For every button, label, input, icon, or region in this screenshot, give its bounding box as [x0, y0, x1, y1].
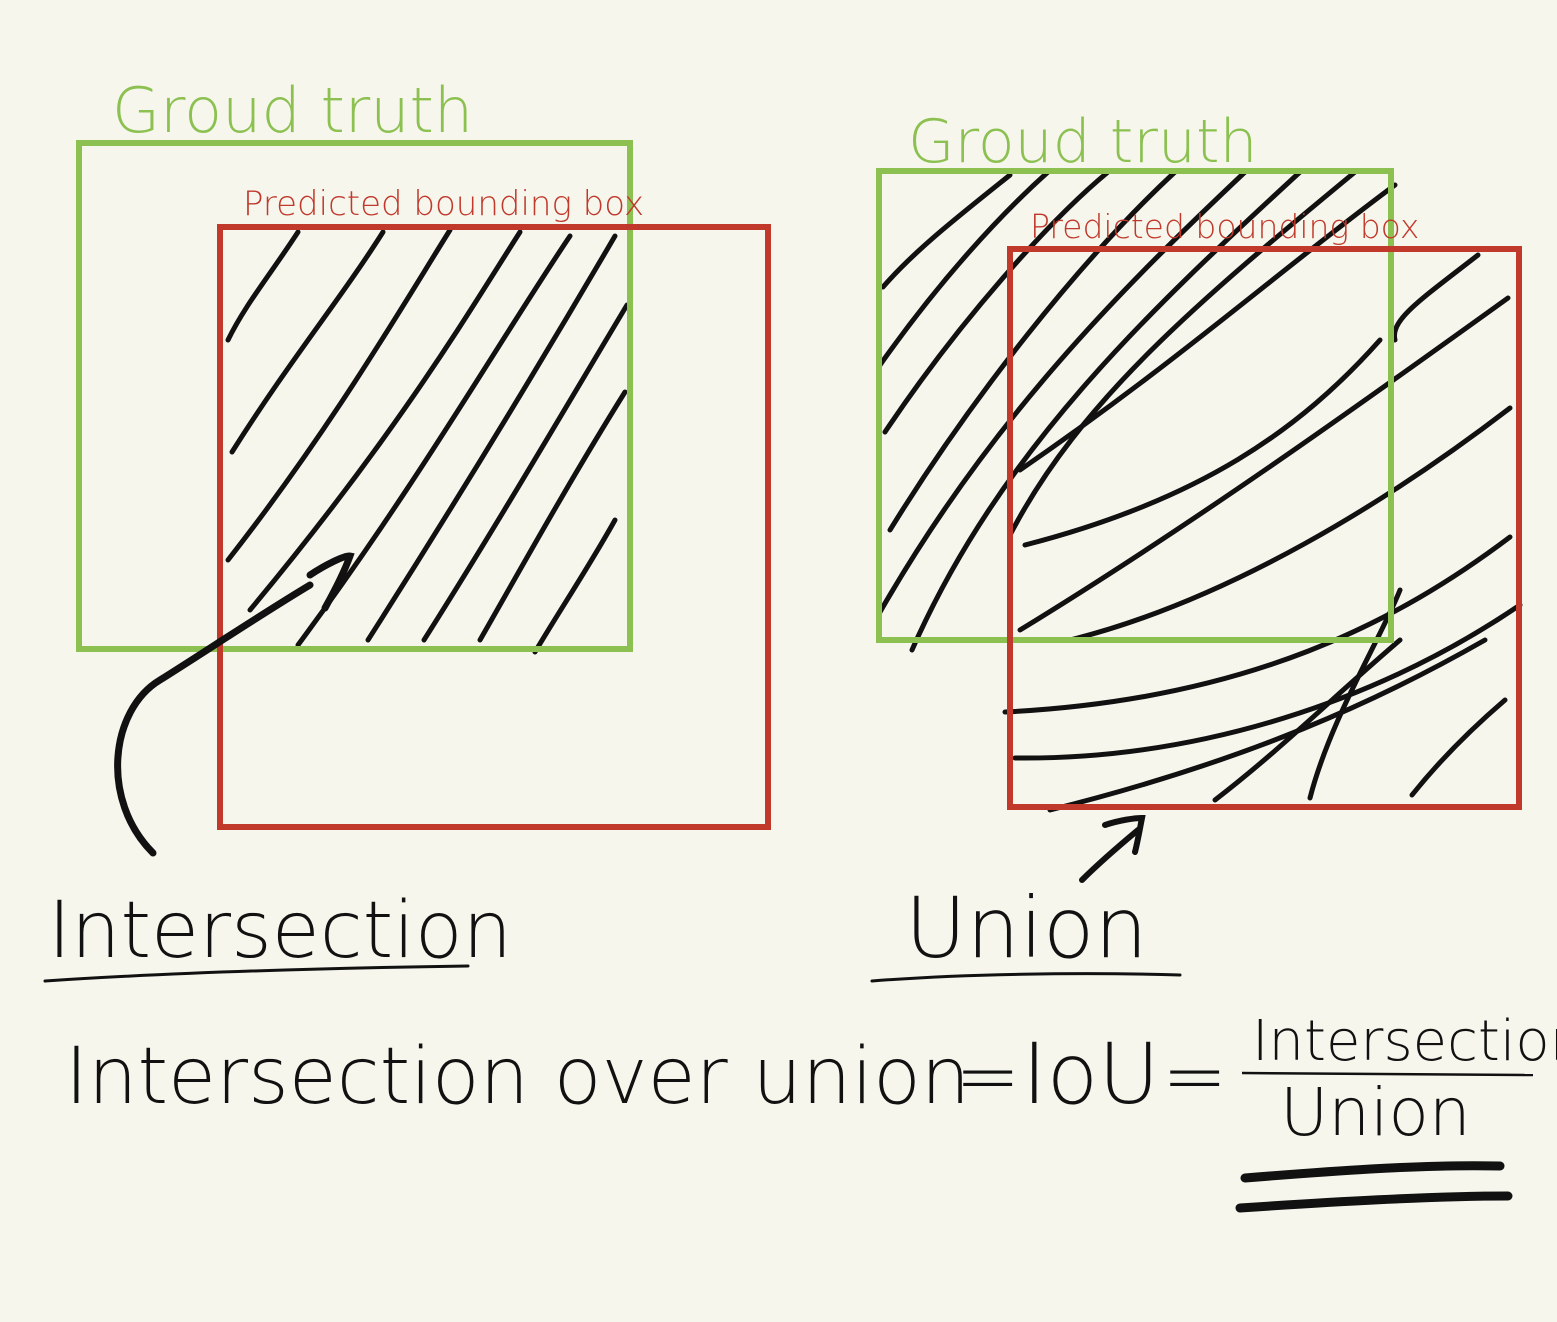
union-panel: Groud truth Predicted bounding box Union	[870, 107, 1523, 983]
formula-equals-1: =	[955, 1032, 1020, 1122]
intersection-panel: Groud truth Predicted bounding box Inter…	[43, 74, 771, 983]
predicted-bounding-box	[217, 224, 771, 830]
fraction-numerator: Intersection	[1252, 1009, 1557, 1074]
union-predicted-box-label: Predicted bounding box	[1030, 207, 1419, 246]
union-hatching	[877, 169, 1523, 813]
formula-iou-abbr: IoU	[1022, 1025, 1160, 1123]
ground-truth-box	[76, 140, 633, 652]
fraction-denominator: Union	[1280, 1074, 1471, 1151]
iou-formula: Intersection over union = IoU = Intersec…	[65, 1009, 1557, 1213]
union-arrow	[1079, 814, 1146, 883]
intersection-arrow	[114, 552, 355, 857]
double-underline	[1235, 1161, 1513, 1213]
union-ground-truth-box	[876, 168, 1394, 643]
union-caption: Union	[905, 879, 1148, 977]
fraction-bar	[1241, 1071, 1534, 1077]
predicted-box-label: Predicted bounding box	[243, 184, 644, 224]
intersection-hatching	[225, 227, 630, 655]
intersection-caption: Intersection	[48, 886, 512, 976]
intersection-caption-underline	[43, 964, 470, 983]
ground-truth-label: Groud truth	[112, 74, 473, 147]
formula-equals-2: =	[1162, 1032, 1227, 1122]
formula-lhs: Intersection over union	[65, 1032, 970, 1122]
union-predicted-bounding-box	[1007, 246, 1522, 810]
union-ground-truth-label: Groud truth	[908, 107, 1258, 177]
union-caption-underline	[870, 972, 1182, 983]
